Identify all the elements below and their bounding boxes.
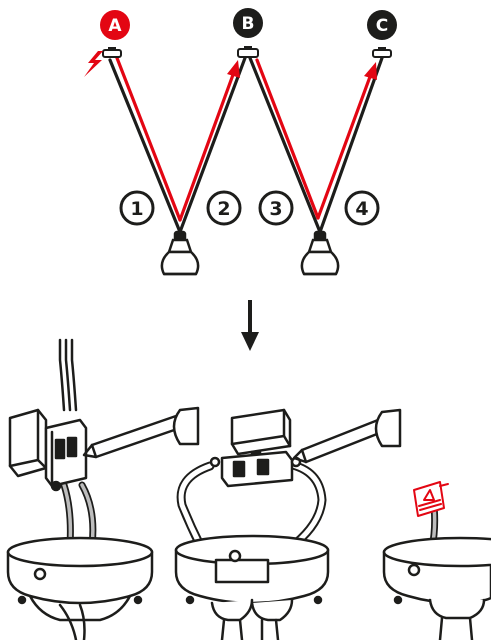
point-marker-b-circle	[233, 8, 263, 38]
point-label-b: B	[242, 14, 255, 34]
point-marker-a: A	[100, 10, 130, 40]
ceiling-hook-c	[372, 47, 392, 58]
black-cable-runs	[108, 56, 384, 234]
step-badge-4: 4	[344, 190, 380, 226]
arrow-head-to-c	[364, 62, 377, 80]
cable-routing-diagram: A B C 1 2 3 4	[84, 8, 397, 276]
pendant-lamp-icon	[160, 230, 200, 276]
connection-details	[6, 338, 491, 640]
ceiling-hook-a	[102, 47, 122, 58]
arrow-head-to-b	[227, 60, 240, 78]
terminal-block-icon	[209, 450, 302, 488]
step-label-4: 4	[355, 198, 368, 220]
pendant-lamp-icon	[300, 230, 340, 276]
step-label-1: 1	[130, 198, 143, 220]
point-label-c: C	[376, 16, 388, 36]
arrow-down-icon	[241, 300, 259, 351]
warning-tag-icon	[413, 481, 449, 517]
ceiling-rose-icon	[174, 534, 330, 640]
step-label-3: 3	[269, 198, 282, 220]
step-badge-3: 3	[258, 190, 294, 226]
terminal-block-icon	[8, 408, 88, 492]
point-marker-c-circle	[367, 10, 397, 40]
ceiling-hook-b	[237, 46, 259, 58]
red-routing-arrows	[115, 56, 373, 222]
point-marker-c: C	[367, 10, 397, 40]
point-marker-b: B	[233, 8, 263, 38]
point-label-a: A	[108, 16, 122, 36]
point-marker-a-circle	[100, 10, 130, 40]
ceiling-rose-icon	[6, 536, 154, 640]
mains-wires	[58, 338, 78, 412]
terminal-cover	[230, 408, 292, 460]
end-connection-c	[413, 481, 449, 552]
screwdriver-icon	[292, 408, 402, 464]
screwdriver-icon	[82, 406, 200, 459]
lightning-icon	[84, 51, 103, 77]
step-badge-2: 2	[206, 190, 242, 226]
step-label-2: 2	[217, 198, 230, 220]
junction-connection-b	[176, 408, 327, 553]
step-badge-1: 1	[119, 190, 155, 226]
feed-connection-a	[8, 338, 97, 549]
ceiling-rose-icon	[382, 536, 491, 640]
